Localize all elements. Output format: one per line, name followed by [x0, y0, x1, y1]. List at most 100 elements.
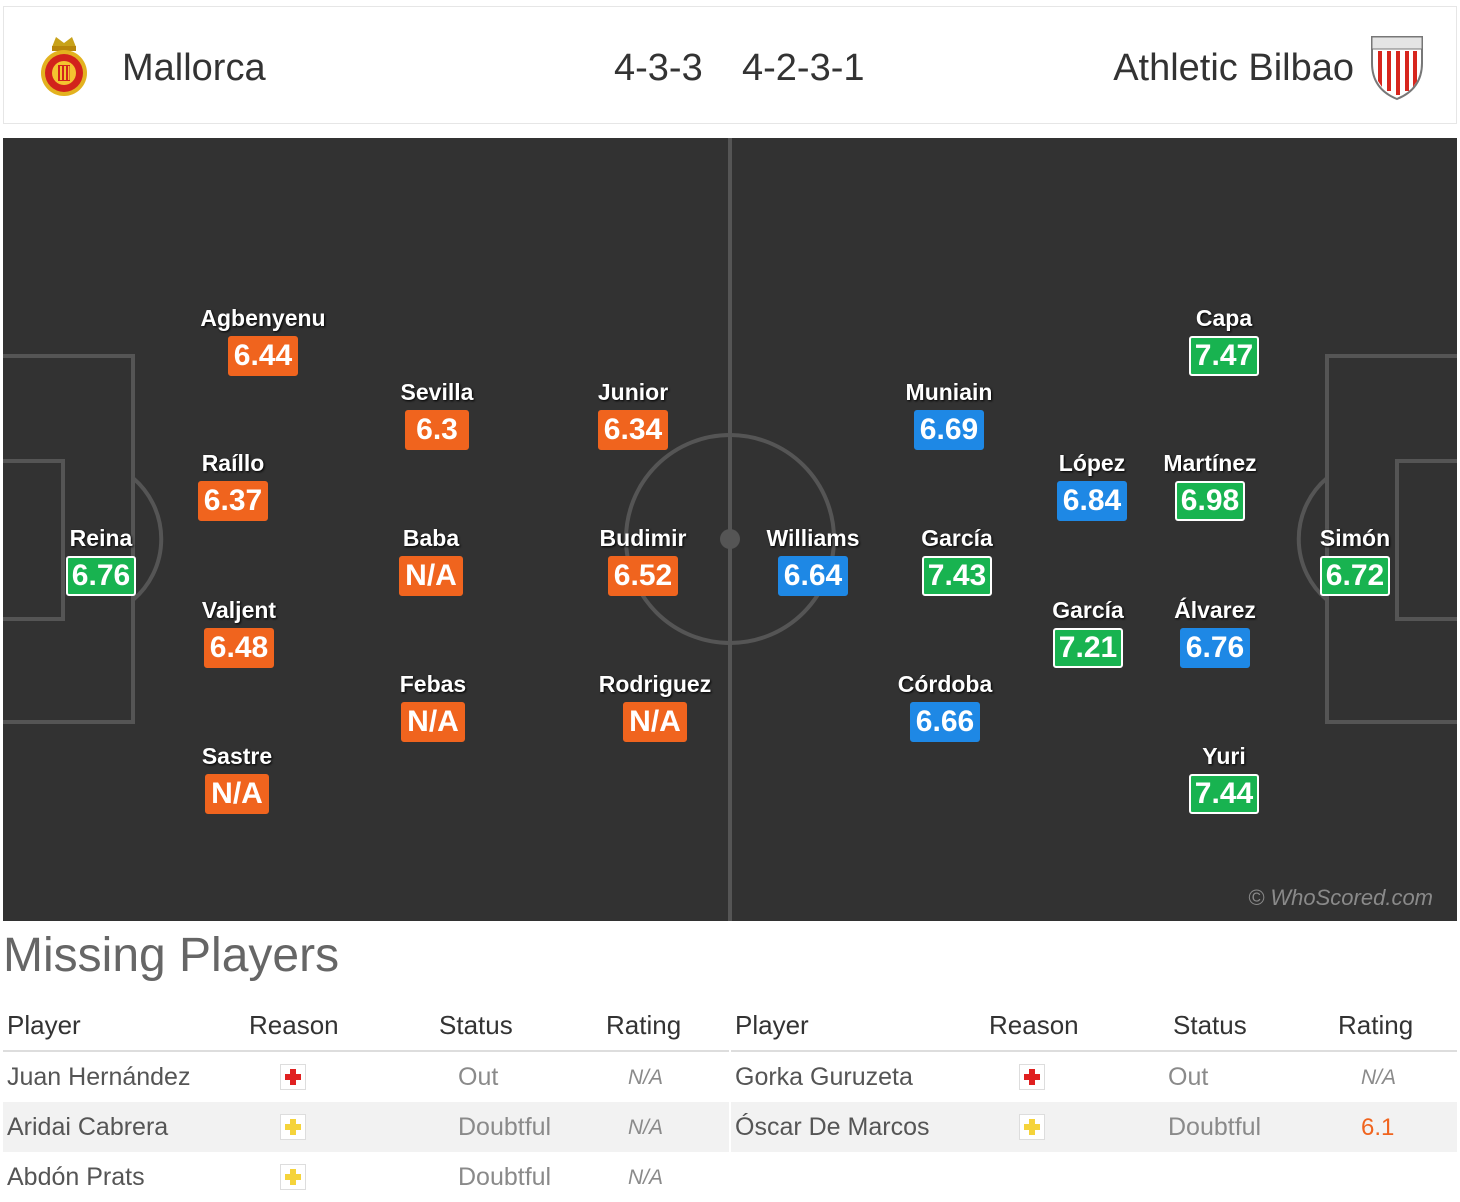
missing-player-name[interactable]: Gorka Guruzeta: [735, 1063, 913, 1091]
missing-player-name[interactable]: Juan Hernández: [7, 1063, 191, 1091]
player-away-4[interactable]: López 6.84: [1012, 449, 1172, 521]
player-name[interactable]: García: [1052, 597, 1124, 623]
player-away-5[interactable]: García 7.21: [1008, 596, 1168, 668]
col-rating[interactable]: Rating: [606, 1010, 682, 1040]
player-name[interactable]: Valjent: [201, 597, 277, 623]
missing-status: Out: [1168, 1063, 1209, 1091]
player-name[interactable]: Reina: [69, 525, 133, 551]
mallorca-crest-icon[interactable]: [38, 33, 90, 99]
missing-status: Out: [458, 1063, 499, 1091]
player-away-0[interactable]: Williams 6.64: [733, 524, 893, 596]
player-away-1[interactable]: Muniain 6.69: [869, 378, 1029, 450]
player-rating: 6.66: [909, 702, 981, 742]
player-name[interactable]: Febas: [399, 671, 467, 697]
player-away-3[interactable]: Córdoba 6.66: [865, 670, 1025, 742]
match-header: Mallorca 4-3-3 4-2-3-1 Athletic Bilbao: [3, 6, 1457, 124]
player-away-7[interactable]: Martínez 6.98: [1130, 449, 1290, 521]
player-rating: 6.98: [1174, 481, 1246, 521]
col-reason[interactable]: Reason: [249, 1010, 339, 1040]
player-away-10[interactable]: Simón 6.72: [1275, 524, 1435, 596]
player-name[interactable]: Álvarez: [1174, 597, 1256, 623]
player-name[interactable]: Agbenyenu: [200, 305, 326, 331]
col-status[interactable]: Status: [1173, 1010, 1247, 1040]
col-player[interactable]: Player: [7, 1010, 81, 1040]
player-rating: 6.76: [1179, 628, 1251, 668]
missing-player-name[interactable]: Aridai Cabrera: [7, 1113, 169, 1141]
header-divider: [731, 1050, 1457, 1052]
player-name[interactable]: Simón: [1319, 525, 1391, 551]
player-away-8[interactable]: Álvarez 6.76: [1135, 596, 1295, 668]
missing-status: Doubtful: [458, 1113, 552, 1141]
col-reason[interactable]: Reason: [989, 1010, 1079, 1040]
player-name[interactable]: Yuri: [1202, 743, 1246, 769]
player-rating: 7.47: [1188, 336, 1260, 376]
missing-players-title: Missing Players: [3, 929, 340, 982]
away-formation: 4-2-3-1: [742, 47, 865, 89]
player-rating: 6.69: [913, 410, 985, 450]
player-name[interactable]: Rodriguez: [598, 671, 712, 697]
player-rating: 6.44: [227, 336, 299, 376]
player-name[interactable]: Martínez: [1163, 450, 1257, 476]
doubtful-cross-icon: [280, 1164, 306, 1190]
away-missing-table: Player Reason Status Rating Gorka Guruze…: [731, 1000, 1457, 1199]
missing-rating: N/A: [628, 1116, 664, 1139]
col-rating[interactable]: Rating: [1338, 1010, 1414, 1040]
player-rating: 6.72: [1319, 556, 1391, 596]
away-team-name[interactable]: Athletic Bilbao: [1113, 47, 1354, 89]
player-home-5[interactable]: Sevilla 6.3: [357, 378, 517, 450]
player-rating: 6.64: [777, 556, 849, 596]
player-rating: 6.34: [597, 410, 669, 450]
player-home-9[interactable]: Budimir 6.52: [563, 524, 723, 596]
player-rating: N/A: [205, 774, 269, 814]
missing-status: Doubtful: [1168, 1113, 1262, 1141]
injury-cross-icon: [1019, 1064, 1045, 1090]
table-row: Gorka Guruzeta Out N/A: [731, 1052, 1457, 1102]
injury-cross-icon: [280, 1064, 306, 1090]
pitch-markings: [3, 138, 1457, 921]
player-name[interactable]: García: [921, 525, 993, 551]
player-name[interactable]: Sastre: [201, 743, 273, 769]
player-rating: 6.84: [1056, 481, 1128, 521]
player-home-1[interactable]: Agbenyenu 6.44: [183, 304, 343, 376]
player-rating: 6.52: [607, 556, 679, 596]
player-rating: N/A: [399, 556, 463, 596]
player-name[interactable]: López: [1058, 450, 1126, 476]
player-name[interactable]: Williams: [766, 525, 860, 551]
player-rating: 6.3: [405, 410, 469, 450]
player-rating: 7.43: [921, 556, 993, 596]
missing-rating: N/A: [628, 1166, 664, 1189]
player-name[interactable]: Budimir: [599, 525, 687, 551]
player-name[interactable]: Córdoba: [897, 671, 993, 697]
missing-player-name[interactable]: Abdón Prats: [7, 1163, 145, 1191]
player-name[interactable]: Raíllo: [201, 450, 265, 476]
player-name[interactable]: Sevilla: [400, 379, 474, 405]
player-name[interactable]: Muniain: [905, 379, 993, 405]
missing-status: Doubtful: [458, 1163, 552, 1191]
col-status[interactable]: Status: [439, 1010, 513, 1040]
player-name[interactable]: Capa: [1195, 305, 1253, 331]
player-name[interactable]: Junior: [597, 379, 669, 405]
player-home-8[interactable]: Junior 6.34: [553, 378, 713, 450]
player-away-2[interactable]: García 7.43: [877, 524, 1037, 596]
missing-rating: N/A: [1361, 1066, 1397, 1089]
home-missing-table: Player Reason Status Rating Juan Hernánd…: [3, 1000, 729, 1199]
player-rating: N/A: [623, 702, 687, 742]
missing-player-name[interactable]: Óscar De Marcos: [735, 1113, 930, 1141]
player-rating: 6.48: [203, 628, 275, 668]
player-name[interactable]: Baba: [402, 525, 460, 551]
player-home-3[interactable]: Valjent 6.48: [159, 596, 319, 668]
player-rating: 7.21: [1052, 628, 1124, 668]
athletic-bilbao-crest-icon[interactable]: [1368, 33, 1426, 101]
table-row: Abdón Prats Doubtful N/A: [3, 1152, 729, 1202]
home-team-name[interactable]: Mallorca: [122, 47, 266, 89]
player-away-6[interactable]: Capa 7.47: [1144, 304, 1304, 376]
col-player[interactable]: Player: [735, 1010, 809, 1040]
